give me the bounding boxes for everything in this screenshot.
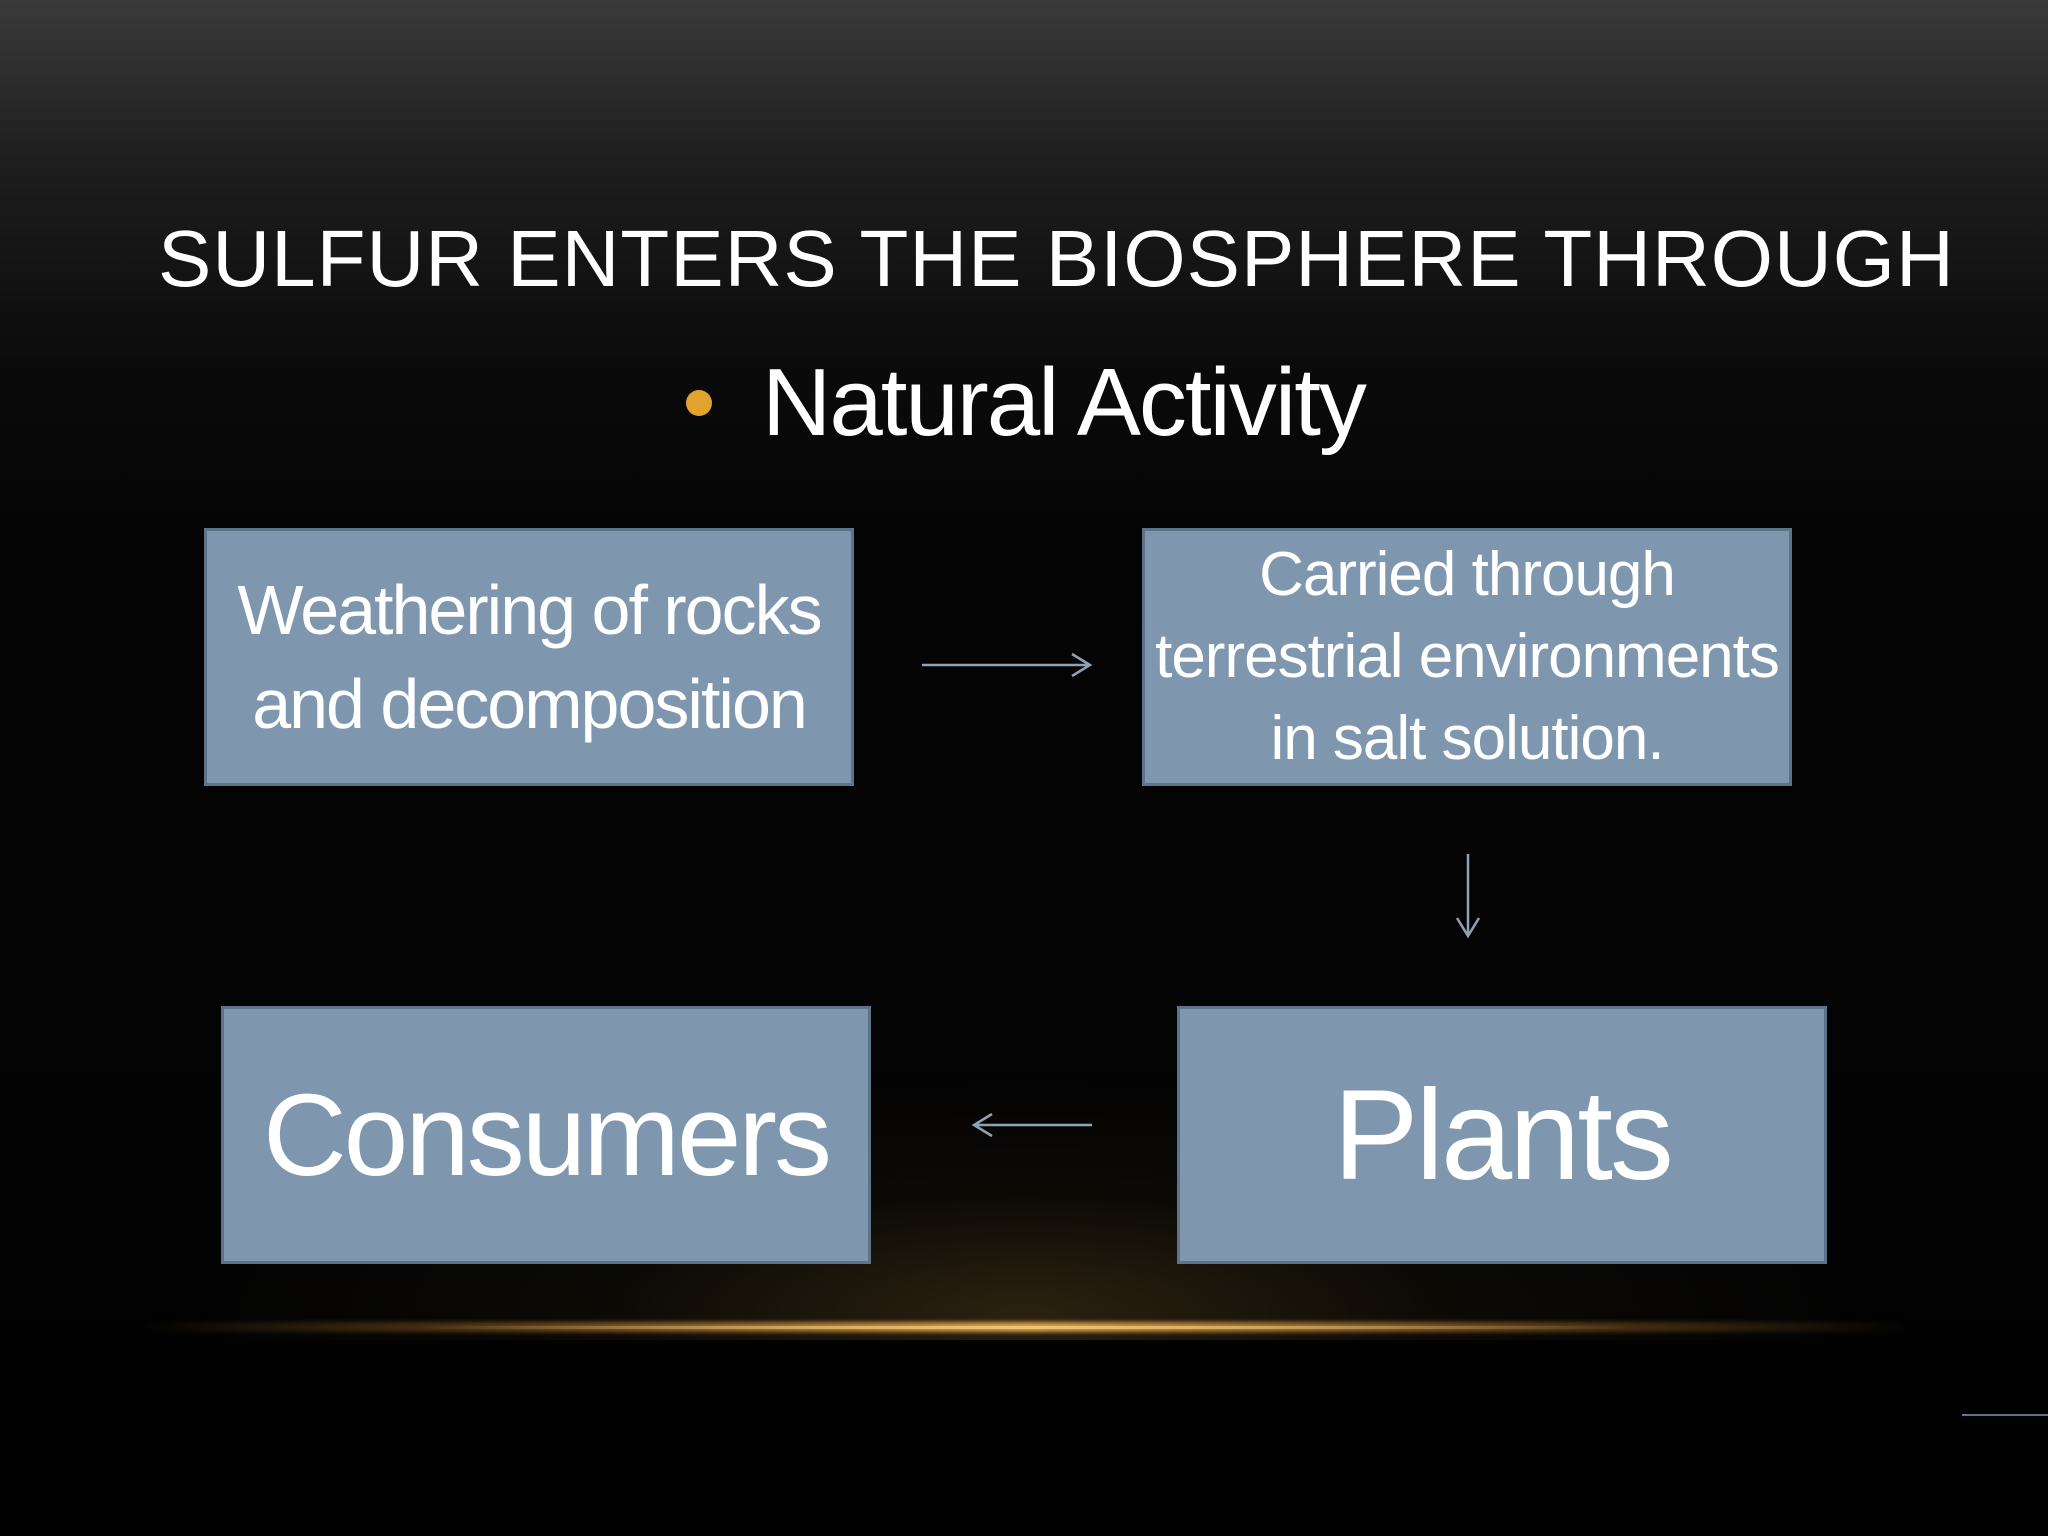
slide-title: SULFUR ENTERS THE BIOSPHERE THROUGH [158, 214, 1955, 303]
node-plants: Plants [1177, 1006, 1827, 1264]
node-carried-label: Carried through terrestrial environments… [1155, 540, 1780, 773]
arrow-weathering-to-carried [922, 652, 1093, 678]
corner-accent-line [1962, 1414, 2048, 1416]
node-weathering-label: Weathering of rocks and decomposition [237, 571, 822, 743]
node-consumers-label: Consumers [262, 1070, 832, 1200]
bullet-dot-icon [686, 390, 712, 416]
bullet-text: Natural Activity [762, 349, 1367, 456]
arrow-plants-to-consumers [971, 1112, 1092, 1138]
horizon-highlight [420, 1326, 1630, 1329]
node-weathering: Weathering of rocks and decomposition [204, 528, 854, 786]
node-plants-label: Plants [1333, 1063, 1674, 1207]
node-carried: Carried through terrestrial environments… [1142, 528, 1792, 786]
bullet-item: Natural Activity [686, 348, 1367, 458]
node-consumers: Consumers [221, 1006, 871, 1264]
arrow-carried-to-plants [1455, 854, 1481, 939]
